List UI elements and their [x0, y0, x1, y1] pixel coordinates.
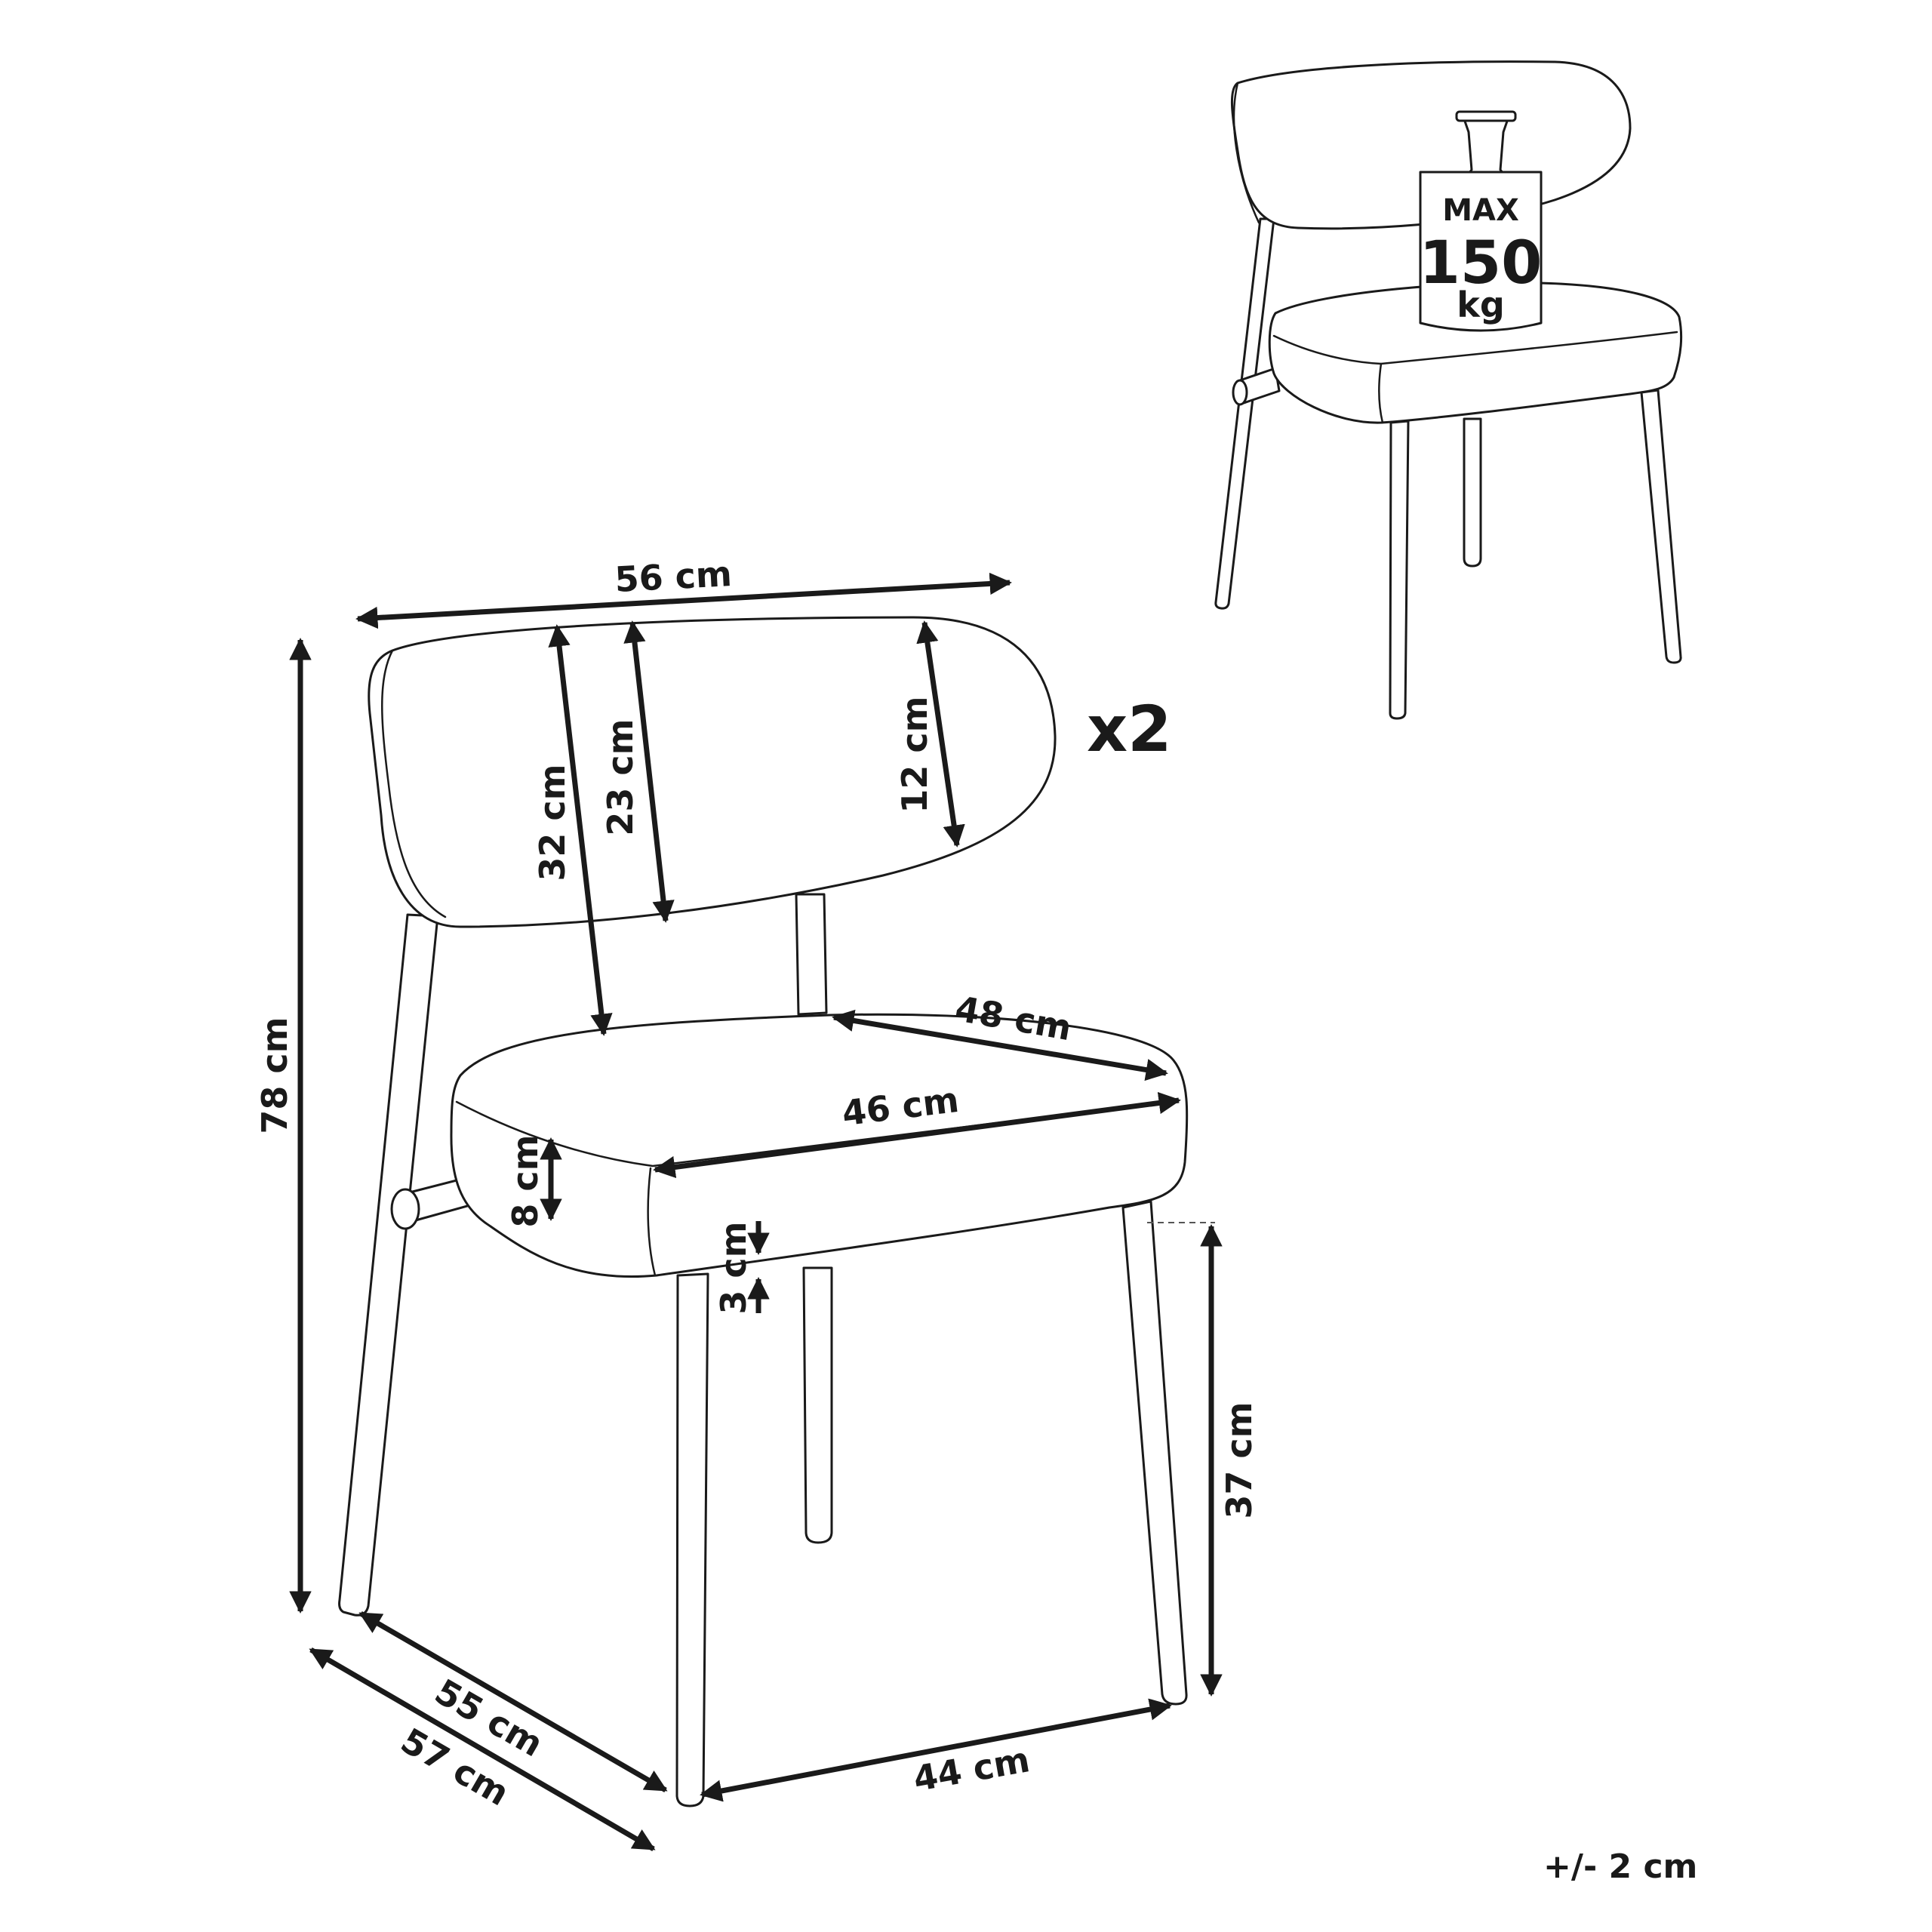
dim-line-backrest-width — [355, 572, 1012, 629]
weight-icon: MAX 150 kg — [1419, 110, 1543, 332]
main-chair-drawing — [338, 616, 1189, 1807]
label-backrest-center-height: 23 cm — [600, 718, 641, 835]
label-leg-width: 44 cm — [910, 1739, 1032, 1799]
stretcher-end — [390, 1188, 420, 1230]
dim-line-leg-width — [700, 1698, 1172, 1802]
dim-line-seat-depth — [832, 1009, 1168, 1081]
back-post — [795, 893, 828, 1016]
label-backrest-side-height: 12 cm — [894, 696, 935, 813]
label-seat-thickness: 8 cm — [505, 1134, 546, 1227]
backrest-inner-edge — [381, 649, 447, 918]
quantity-label: x2 — [1087, 692, 1172, 766]
dim-line-backrest-full — [548, 624, 613, 1036]
weight-label-max: MAX — [1442, 193, 1519, 228]
small-stretcher-end — [1232, 379, 1248, 406]
weight-label-unit: kg — [1457, 285, 1505, 325]
label-backrest-width: 56 cm — [614, 553, 733, 600]
label-frame-gap: 3 cm — [713, 1221, 754, 1314]
rear-right-leg — [802, 1266, 833, 1544]
backrest — [368, 616, 1057, 928]
label-seat-height: 37 cm — [1219, 1401, 1260, 1518]
dimension-lines — [289, 572, 1223, 1852]
weight-body — [1419, 171, 1543, 332]
small-rear-leg — [1214, 217, 1275, 610]
small-back-inner-leg — [1463, 417, 1482, 568]
seat-front-corner — [647, 1167, 657, 1277]
dim-line-backrest-side — [916, 620, 965, 848]
weight-handle — [1455, 110, 1517, 122]
small-seat-edge — [1272, 331, 1678, 365]
small-front-left-leg — [1389, 420, 1410, 720]
label-total-height: 78 cm — [254, 1017, 295, 1134]
dim-line-seat-width — [653, 1091, 1181, 1179]
weight-limit-chair-drawing: MAX 150 kg — [1214, 60, 1683, 720]
front-right-leg — [1121, 1200, 1188, 1706]
back-left-leg — [338, 913, 439, 1617]
dim-line-leg-depth — [358, 1611, 668, 1793]
small-backrest-inner — [1232, 82, 1260, 224]
dim-line-backrest-center — [623, 620, 675, 923]
label-backrest-full-height: 32 cm — [532, 764, 573, 881]
tolerance-note: +/- 2 cm — [1543, 1847, 1697, 1886]
dim-line-overall-depth — [309, 1647, 656, 1852]
small-seat-corner — [1377, 362, 1384, 424]
front-left-leg — [675, 1272, 709, 1807]
weight-label-value: 150 — [1420, 229, 1543, 297]
small-front-right-leg — [1640, 389, 1682, 664]
